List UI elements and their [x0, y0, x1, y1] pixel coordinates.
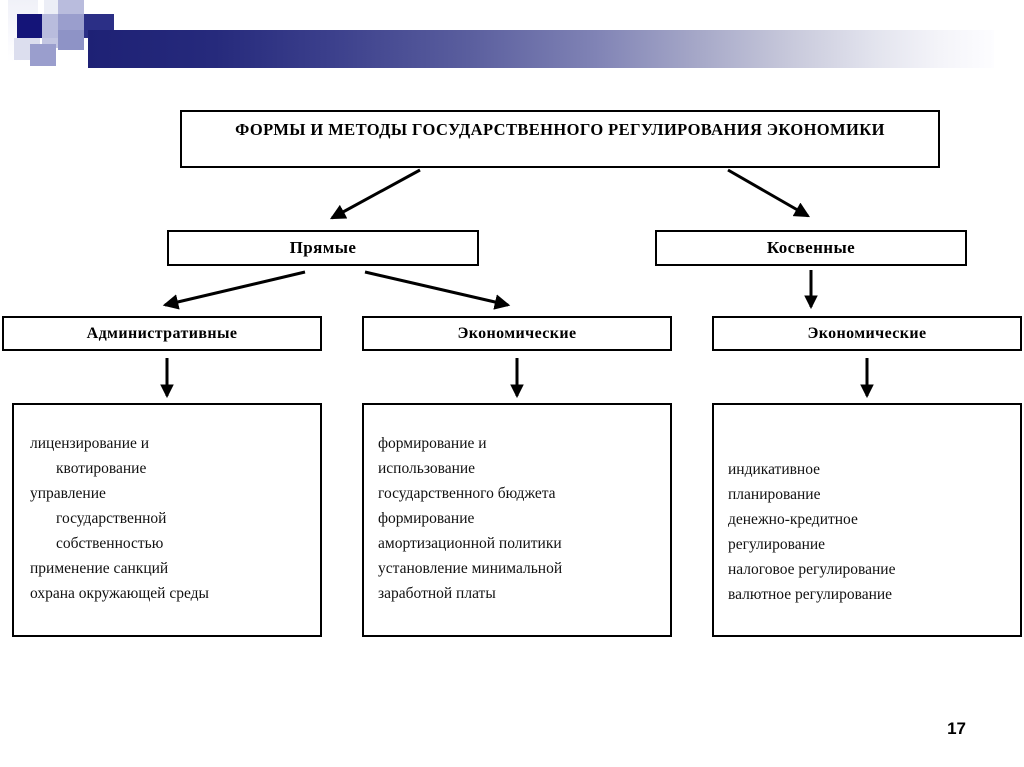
deco-square-periwinkle-bottom	[30, 44, 56, 66]
node-economic-direct: Экономические	[362, 316, 672, 351]
list-item: использование	[378, 460, 476, 477]
list-item: индикативное	[728, 461, 821, 478]
node-economic-indirect-label: Экономические	[807, 324, 927, 342]
list-item: управление	[30, 485, 106, 502]
list-item: денежно-кредитное	[728, 511, 858, 528]
node-administrative: Административные	[2, 316, 322, 351]
node-direct: Прямые	[167, 230, 479, 266]
list-item: заработной платы	[378, 585, 496, 602]
list-item: государственной	[56, 510, 167, 527]
header-gradient-bar	[88, 30, 994, 68]
deco-square-navy	[17, 14, 44, 38]
node-direct-label: Прямые	[289, 238, 357, 257]
list-item: амортизационной политики	[378, 535, 562, 552]
content-list-economic-direct: формирование и использование государственн…	[364, 405, 670, 606]
content-list-administrative: лицензирование и квотирование управление го…	[14, 405, 320, 606]
list-item: лицензирование и	[30, 435, 150, 452]
list-item: применение санкций	[30, 560, 169, 577]
content-list-economic-indirect: индикативное планирование денежно-кредитно…	[714, 405, 1020, 607]
node-administrative-label: Административные	[86, 324, 238, 342]
list-item: государственного бюджета	[378, 485, 556, 502]
arrow-title-to-direct	[329, 168, 421, 220]
content-box-economic-indirect: индикативное планирование денежно-кредитно…	[712, 403, 1022, 637]
page-number: 17	[947, 719, 966, 738]
arrow-direct-to-administrative	[162, 270, 306, 310]
diagram-title-box: ФОРМЫ И МЕТОДЫ ГОСУДАРСТВЕННОГО РЕГУЛИРО…	[180, 110, 940, 168]
list-item: формирование и	[378, 435, 487, 452]
list-item: регулирование	[728, 536, 826, 553]
node-indirect: Косвенные	[655, 230, 967, 266]
list-item: собственностью	[56, 535, 164, 552]
content-box-economic-direct: формирование и использование государственн…	[362, 403, 672, 637]
list-item: налоговое регулирование	[728, 561, 896, 578]
arrow-title-to-indirect	[727, 168, 811, 218]
node-economic-direct-label: Экономические	[457, 324, 577, 342]
arrow-direct-to-economic	[364, 270, 511, 310]
content-box-administrative: лицензирование и квотирование управление го…	[12, 403, 322, 637]
node-indirect-label: Косвенные	[766, 238, 856, 257]
list-item: охрана окружающей среды	[30, 585, 209, 602]
diagram-title-text: ФОРМЫ И МЕТОДЫ ГОСУДАРСТВЕННОГО РЕГУЛИРО…	[235, 120, 885, 139]
list-item: планирование	[728, 486, 821, 503]
node-economic-indirect: Экономические	[712, 316, 1022, 351]
list-item: валютное регулирование	[728, 586, 893, 603]
list-item: квотирование	[56, 460, 147, 477]
list-item: установление минимальной	[378, 560, 563, 577]
list-item: формирование	[378, 510, 475, 527]
deco-square-periwinkle-low	[58, 30, 84, 50]
